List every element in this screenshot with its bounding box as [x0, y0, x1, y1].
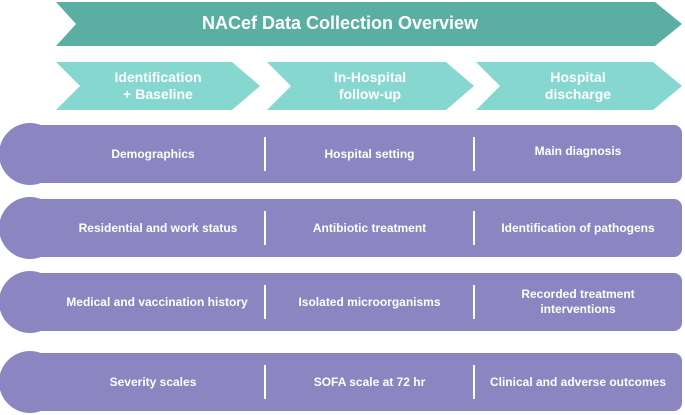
title-banner-arrow: [56, 2, 682, 46]
row-4-col-3-text: Clinical and adverse outcomes: [489, 374, 667, 389]
diagram-title: NACef Data Collection Overview: [201, 12, 479, 33]
row-1-col-1-text: Demographics: [111, 146, 195, 161]
row-bar-4: [0, 351, 682, 413]
row-bar-3: [0, 271, 682, 333]
row-bar-1: [0, 123, 682, 185]
row-1-col-2-text: Hospital setting: [324, 146, 415, 161]
phase-label-in-hospital: In-Hospital follow-up: [333, 69, 407, 102]
phase-chevron-in-hospital: [267, 62, 474, 110]
row-2-col-1-text: Residential and work status: [78, 220, 238, 235]
row-2-col-3-text: Identification of pathogens: [501, 220, 655, 235]
row-1-col-3-text: Main diagnosis: [534, 143, 622, 158]
phase-label-identification: Identification + Baseline: [114, 69, 202, 102]
row-bar-2: [0, 197, 682, 259]
phase-chevron-discharge: [476, 62, 682, 110]
row-4-col-2-text: SOFA scale at 72 hr: [313, 374, 426, 389]
row-2-col-2-text: Antibiotic treatment: [312, 220, 427, 235]
row-3-col-2-text: Isolated microorganisms: [298, 294, 441, 309]
phase-label-discharge: Hospital discharge: [544, 69, 612, 102]
phase-chevron-identification: [56, 62, 260, 110]
row-3-col-1-text: Medical and vaccination history: [66, 294, 248, 309]
row-3-col-3-text: Recorded treatment interventions: [521, 287, 635, 316]
row-4-col-1-text: Severity scales: [109, 374, 197, 389]
